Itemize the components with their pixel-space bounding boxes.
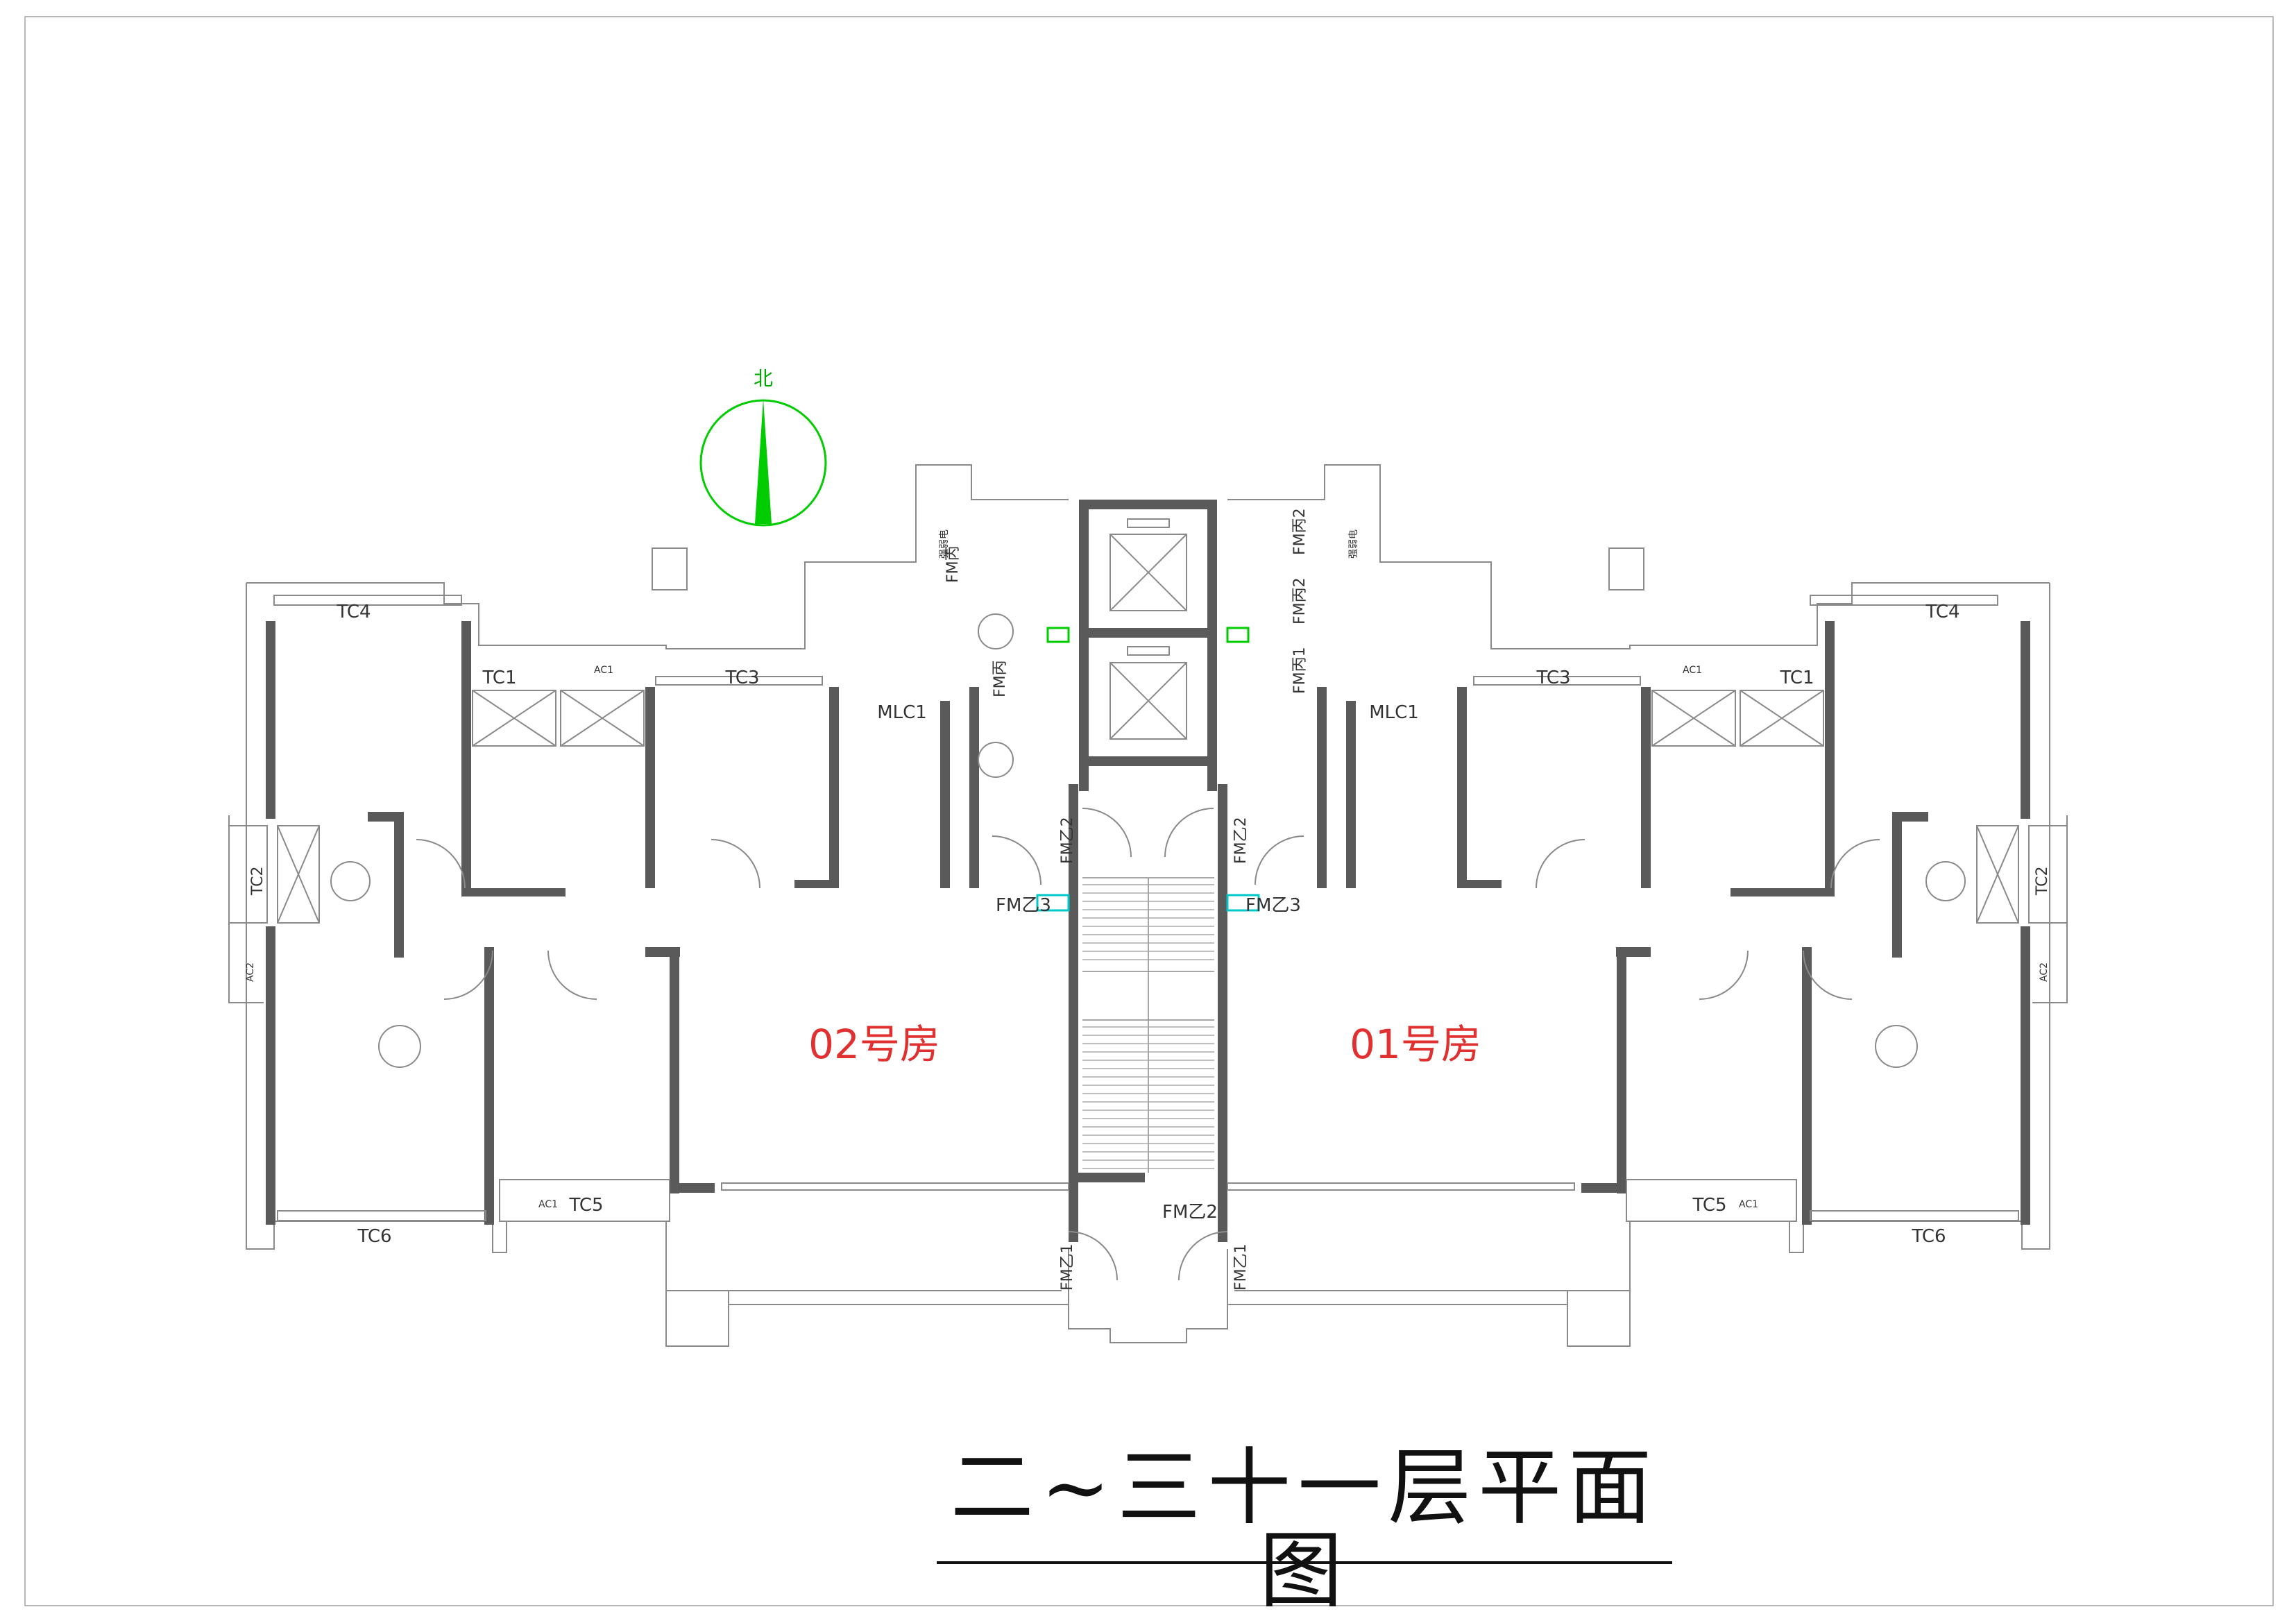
label-tc5-left: TC5 [568, 1195, 603, 1216]
label-ac1-top-right: AC1 [1683, 665, 1702, 676]
label-mlc1-left: MLC1 [877, 702, 927, 723]
exit-signs [1036, 627, 1260, 912]
label-fmz3-left: FM乙3 [996, 895, 1051, 916]
unit-label-02: 02号房 [808, 1021, 940, 1068]
label-tc3-right: TC3 [1536, 668, 1570, 688]
walls-left [266, 621, 979, 1225]
label-fmbing-left: FM丙 [944, 545, 962, 583]
title-underline [937, 1561, 1672, 1564]
label-fmz1-left: FM乙1 [1059, 1243, 1076, 1291]
label-ac1-bottom-right: AC1 [1739, 1199, 1758, 1210]
label-fmbing2-right-a: FM丙2 [1291, 508, 1309, 555]
label-fmz2-stair: FM乙2 [1162, 1202, 1218, 1223]
label-tc3-left: TC3 [724, 668, 759, 688]
label-tc6-left: TC6 [357, 1226, 391, 1247]
label-tc2-left: TC2 [249, 866, 266, 896]
label-tc4-left: TC4 [336, 602, 371, 622]
label-tc4-right: TC4 [1925, 602, 1959, 622]
drawing-frame [24, 16, 2274, 1606]
outline [228, 464, 2068, 1347]
label-fmbing1-right: FM丙1 [1291, 647, 1309, 694]
label-tc1-left: TC1 [482, 668, 516, 688]
label-tc5-right: TC5 [1692, 1195, 1726, 1216]
stair-treads [1082, 884, 1214, 1169]
windows [228, 595, 2068, 1281]
unit-label-01: 01号房 [1350, 1021, 1481, 1068]
label-mlc1-right: MLC1 [1369, 702, 1419, 723]
label-tc6-right: TC6 [1911, 1226, 1946, 1247]
north-label: 北 [754, 367, 773, 390]
plan-labels: TC4 TC4 TC1 TC1 TC3 TC3 AC1 AC1 MLC1 MLC… [245, 508, 2051, 1291]
label-shafts-left: 强弱电 [939, 529, 950, 559]
walls-right [1317, 621, 2030, 1225]
label-fmz3-right: FM乙3 [1245, 895, 1301, 916]
label-fmz2-left: FM乙2 [1059, 817, 1076, 864]
label-fmbing-core: FM丙 [992, 660, 1009, 697]
label-ac2-left: AC2 [245, 962, 256, 982]
label-ac1-bottom-left: AC1 [538, 1199, 558, 1210]
label-ac2-right: AC2 [2039, 962, 2050, 982]
label-tc1-right: TC1 [1779, 668, 1814, 688]
label-fmbing2-right-b: FM丙2 [1291, 577, 1309, 624]
label-shafts-right: 强弱电 [1348, 529, 1359, 559]
core [1069, 500, 1227, 1242]
north-arrow: 北 [699, 367, 827, 527]
label-fmz2-right: FM乙2 [1232, 817, 1250, 864]
label-fmz1-right: FM乙1 [1232, 1243, 1250, 1291]
label-tc2-right: TC2 [2034, 866, 2051, 896]
drawing-title: 二~三十一层平面图 [950, 1440, 1659, 1620]
label-ac1-top-left: AC1 [594, 665, 613, 676]
